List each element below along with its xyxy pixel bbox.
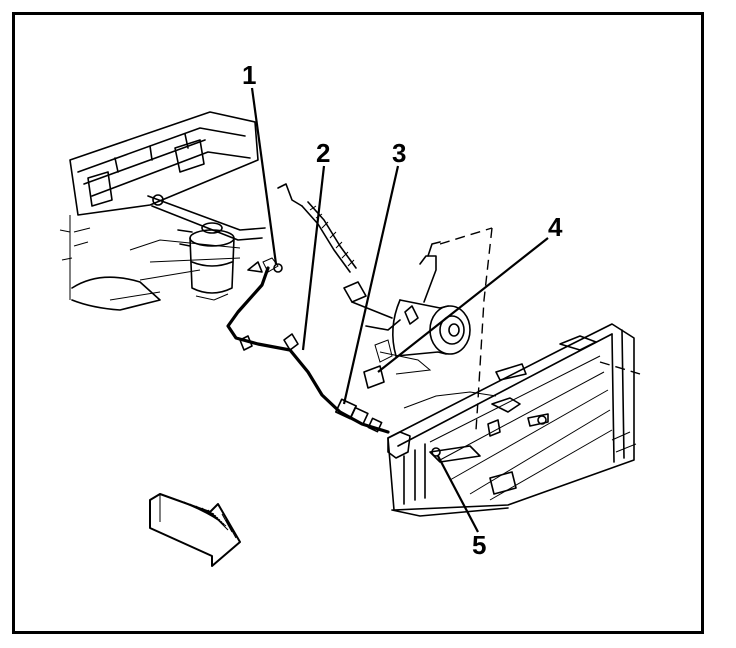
cowl-firewall	[59, 111, 259, 311]
callout-5: 5	[472, 530, 487, 560]
brace-bar	[147, 194, 266, 241]
refrigerant-line-2	[226, 257, 390, 434]
accumulator-drier	[177, 222, 235, 301]
callout-2: 2	[316, 138, 331, 168]
diagram-frame	[12, 12, 704, 634]
compressor-hose	[277, 183, 401, 331]
dashed-guides	[475, 227, 641, 431]
forward-direction-arrow	[149, 493, 241, 567]
callout-1: 1	[242, 60, 257, 90]
leader-lines	[250, 87, 549, 533]
callout-4: 4	[548, 212, 563, 242]
ac-compressor	[374, 227, 493, 363]
fitting-3	[334, 398, 383, 433]
condenser	[387, 323, 637, 517]
callout-3: 3	[392, 138, 407, 168]
